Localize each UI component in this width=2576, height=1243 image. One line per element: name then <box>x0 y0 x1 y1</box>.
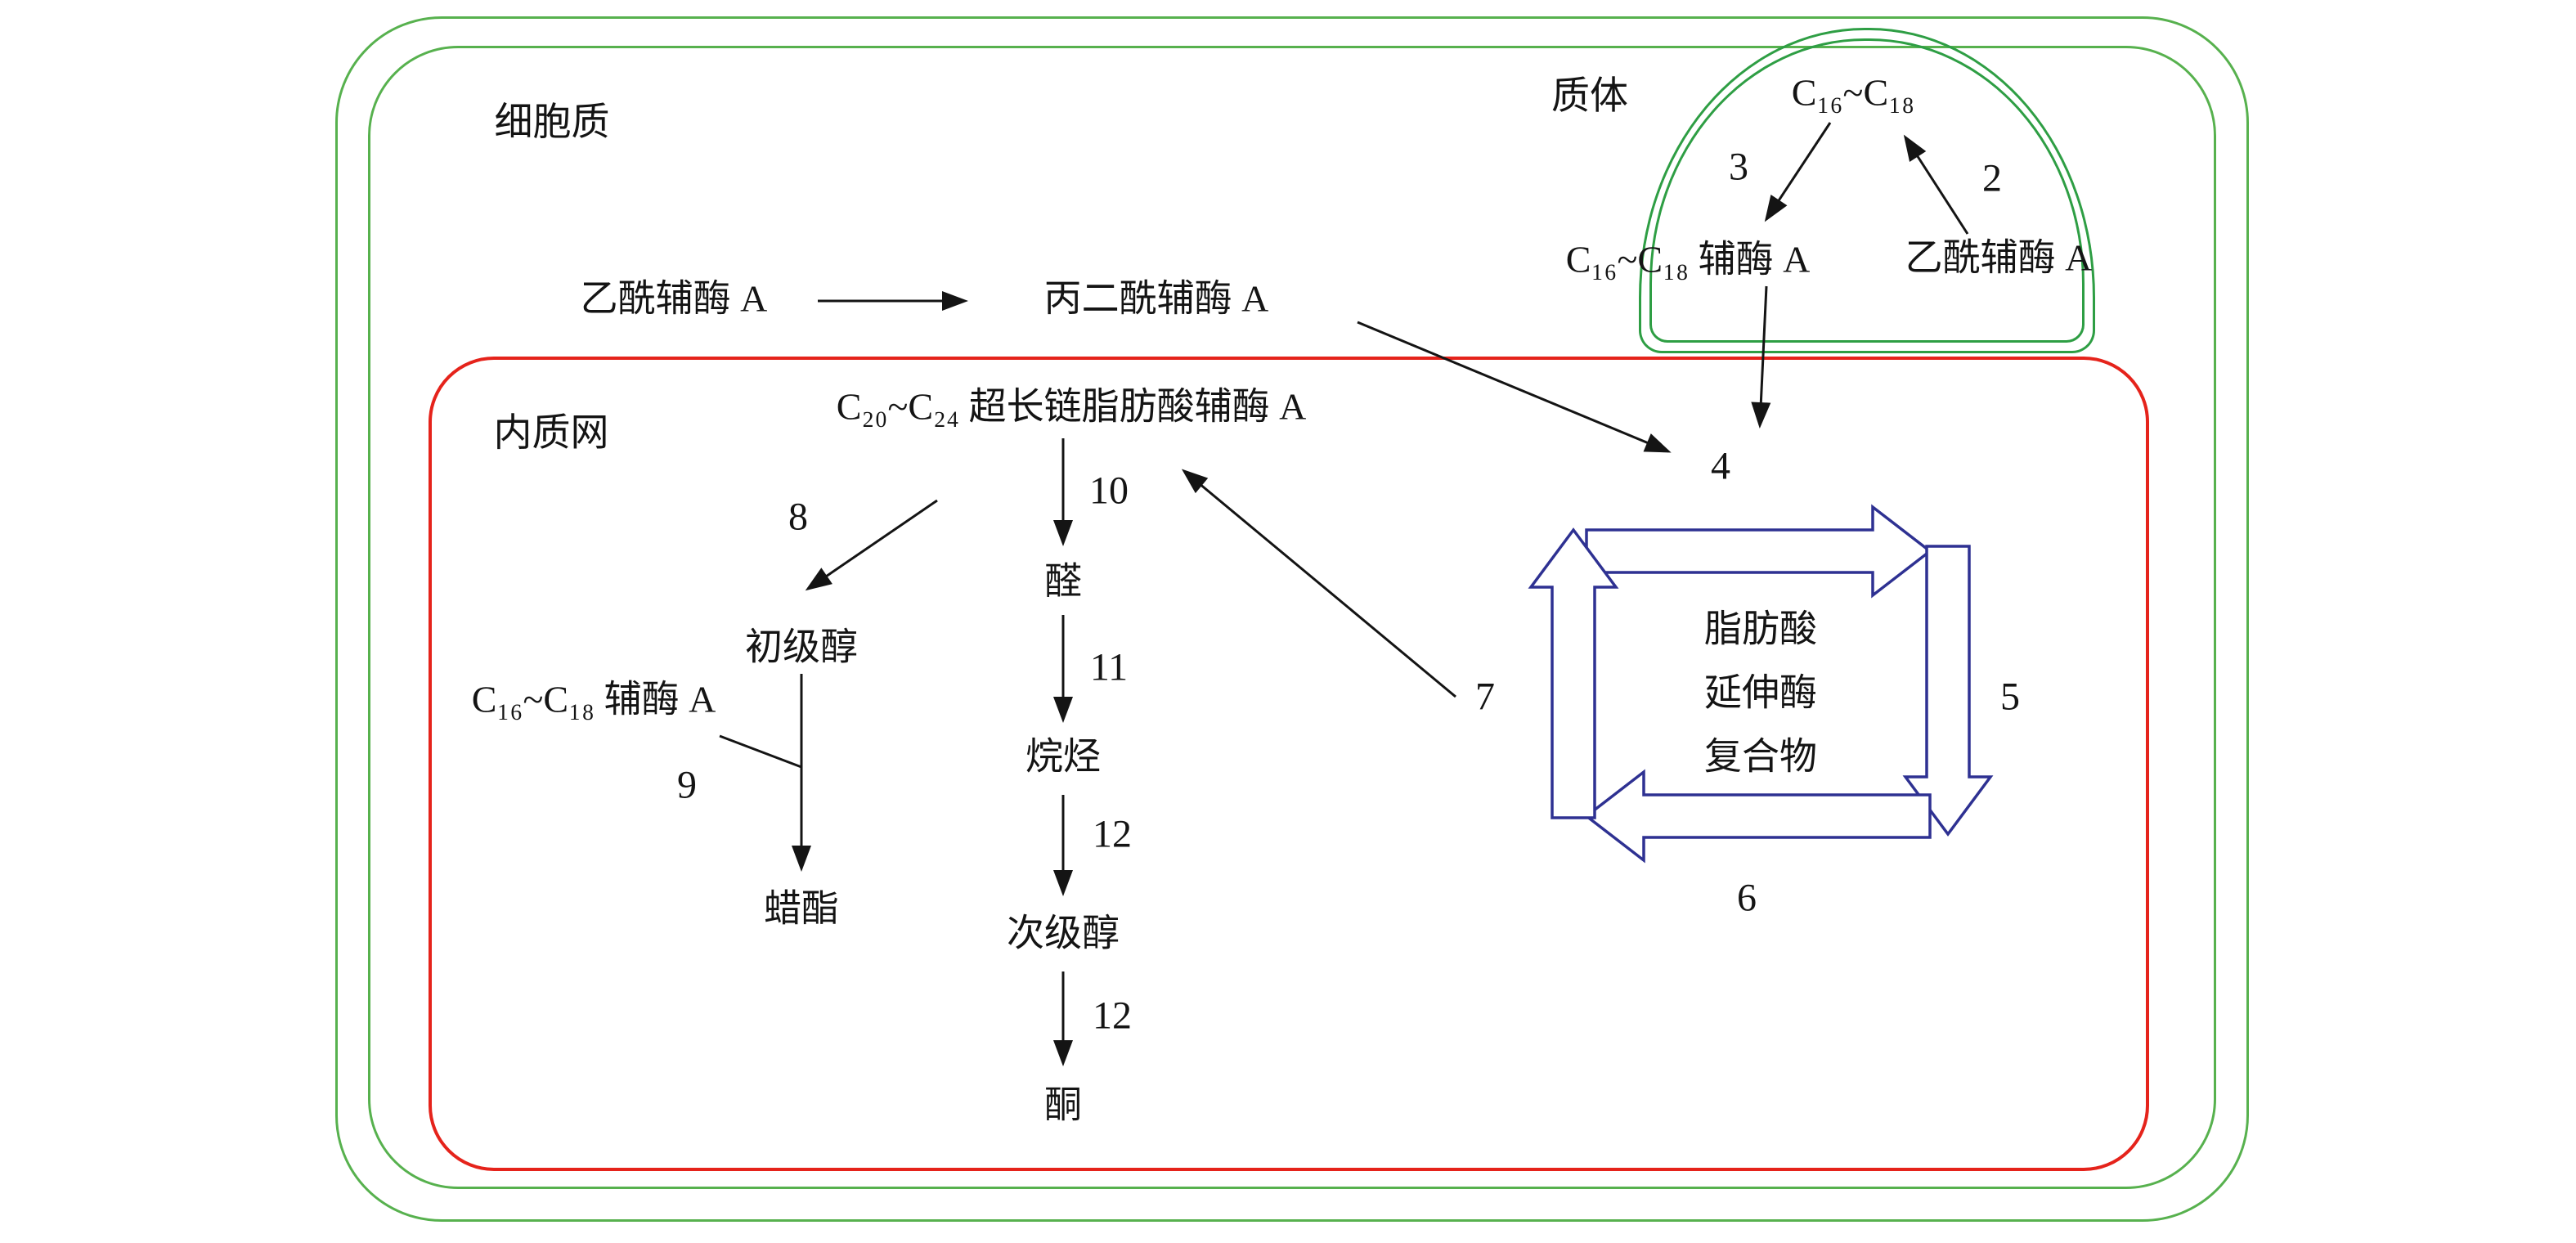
step-5-label: 5 <box>2000 675 2020 719</box>
step-9-label: 9 <box>677 763 697 807</box>
cycle-arrow-bottom <box>1584 769 1932 864</box>
step-4-label: 4 <box>1711 444 1730 488</box>
arrow-step8 <box>805 499 938 591</box>
step-12b-label: 12 <box>1093 994 1132 1038</box>
arrow-malonyl-to-step4 <box>1357 321 1672 453</box>
node-alkane: 烷烃 <box>1025 735 1101 778</box>
node-er-c16-c18-coa: C₁₆~C₁₈ 辅酶 A <box>471 678 716 720</box>
step-10-label: 10 <box>1089 469 1129 513</box>
node-plastid-c16-c18: C₁₆~C₁₈ <box>1791 71 1915 114</box>
elongase-complex-line-3: 复合物 <box>1704 735 1817 778</box>
step-11-label: 11 <box>1089 645 1129 689</box>
step-12a-label: 12 <box>1093 812 1132 856</box>
step-8-label: 8 <box>788 495 808 539</box>
node-plastid-c16-c18-coa: C₁₆~C₁₈ 辅酶 A <box>1565 238 1811 280</box>
cycle-arrow-left <box>1528 527 1619 819</box>
elongase-complex-line-1: 脂肪酸 <box>1704 608 1817 650</box>
cycle-arrow-right <box>1902 545 1994 837</box>
step-3-label: 3 <box>1729 145 1748 189</box>
arrow-step3 <box>1764 122 1832 222</box>
node-vlcfa-coa: C₂₀~C₂₄ 超长链脂肪酸辅酶 A <box>836 385 1307 428</box>
node-ketone: 酮 <box>1044 1084 1082 1126</box>
cytoplasm-label: 细胞质 <box>494 101 610 144</box>
cycle-arrow-top <box>1585 504 1932 599</box>
arrow-step2 <box>1903 134 1969 235</box>
er-label: 内质网 <box>493 411 609 455</box>
node-cyto-acetyl-coa: 乙酰辅酶 A <box>580 277 768 320</box>
arrow-step9-join <box>719 734 802 769</box>
er-membrane <box>429 357 2149 1171</box>
cell-membrane-inner <box>368 46 2216 1189</box>
cell-membrane-outer <box>335 16 2249 1222</box>
node-wax-ester: 蜡酯 <box>764 887 839 930</box>
arrow-plastid-coa-to-step4 <box>1751 285 1771 429</box>
plastid-label: 质体 <box>1551 74 1628 118</box>
node-primary-alcohol: 初级醇 <box>745 626 858 668</box>
step-7-label: 7 <box>1475 675 1495 719</box>
arrow-step7 <box>1181 469 1456 698</box>
node-aldehyde: 醛 <box>1044 560 1082 603</box>
node-cyto-malonyl-coa: 丙二酰辅酶 A <box>1043 277 1269 320</box>
node-plastid-acetyl-coa: 乙酰辅酶 A <box>1905 236 2093 279</box>
elongase-complex-line-2: 延伸酶 <box>1704 671 1817 714</box>
node-secondary-alcohol: 次级醇 <box>1007 912 1120 954</box>
step-6-label: 6 <box>1737 876 1757 920</box>
step-2-label: 2 <box>1982 156 2002 200</box>
